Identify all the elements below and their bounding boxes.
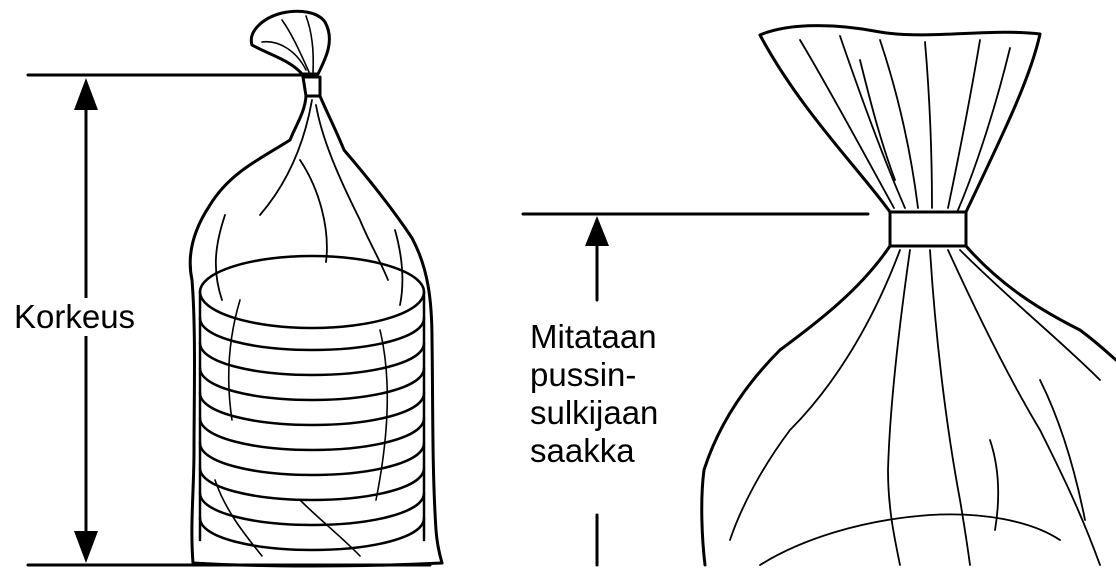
- arrow-up-icon: [74, 78, 98, 110]
- measure-label-line-3: sulkijaan: [530, 394, 658, 432]
- arrow-down-icon: [74, 531, 98, 563]
- measure-label-line-1: Mitataan: [530, 318, 658, 356]
- measure-to-closure-label: Mitataan pussin- sulkijaan saakka: [528, 318, 660, 470]
- height-label: Korkeus: [12, 298, 137, 336]
- arrow-up-icon: [585, 216, 609, 246]
- tied-bag-full-icon: [190, 11, 442, 566]
- stacked-items: [200, 256, 424, 550]
- measure-label-line-4: saakka: [530, 432, 658, 470]
- measure-label-line-2: pussin-: [530, 356, 658, 394]
- bag-neck-closure-icon: [702, 26, 1116, 565]
